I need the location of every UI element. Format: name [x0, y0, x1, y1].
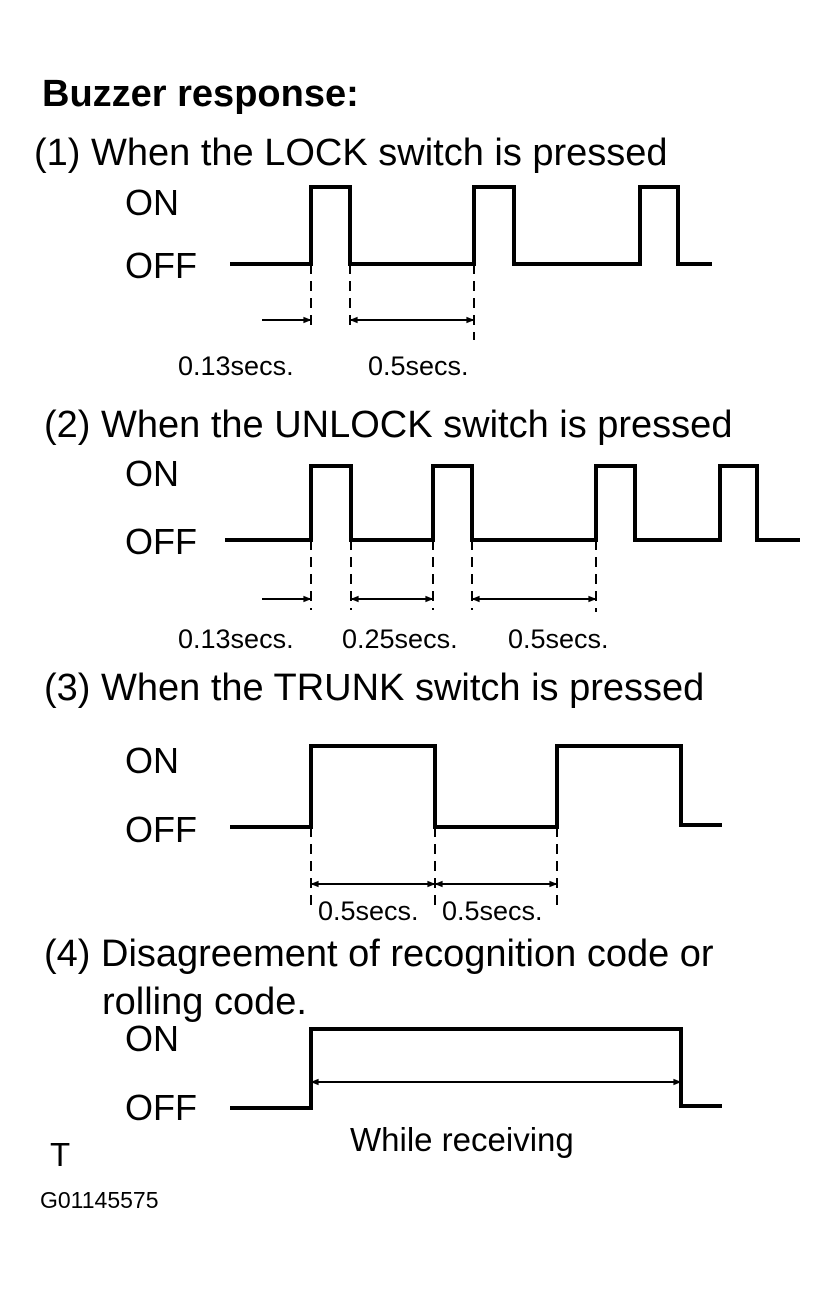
panel-unlock-waveform [225, 464, 800, 542]
panel-trunk-off-label: OFF [125, 809, 197, 850]
panel-lock-heading: (1) When the LOCK switch is pressed [34, 132, 668, 174]
panel-lock: (1) When the LOCK switch is pressed ON O… [34, 132, 712, 381]
panel-trunk-duration-off: 0.5secs. [442, 896, 543, 926]
figure-id: G01145575 [40, 1187, 159, 1213]
panel-unlock-heading: (2) When the UNLOCK switch is pressed [44, 404, 732, 446]
panel-lock-off-label: OFF [125, 245, 197, 286]
panel-lock-waveform [230, 185, 712, 266]
panel-unlock-duration-short-gap: 0.25secs. [342, 624, 458, 654]
panel-unlock-duration-long-gap: 0.5secs. [508, 624, 609, 654]
panel-disagreement-off-label: OFF [125, 1087, 197, 1128]
panel-disagreement-heading-line2: rolling code. [102, 981, 307, 1023]
panel-unlock: (2) When the UNLOCK switch is pressed ON… [44, 404, 800, 654]
panel-trunk: (3) When the TRUNK switch is pressed ON … [44, 667, 722, 926]
panel-trunk-duration-on: 0.5secs. [318, 896, 419, 926]
diagram-title: Buzzer response: [42, 73, 359, 115]
panel-trunk-on-label: ON [125, 740, 179, 781]
panel-trunk-waveform [230, 744, 722, 829]
panel-disagreement: (4) Disagreement of recognition code or … [44, 933, 722, 1158]
corner-mark: T [50, 1136, 70, 1173]
panel-lock-duration-pulse: 0.13secs. [178, 351, 294, 381]
panel-unlock-duration-pulse: 0.13secs. [178, 624, 294, 654]
panel-disagreement-on-label: ON [125, 1018, 179, 1059]
panel-lock-duration-gap: 0.5secs. [368, 351, 469, 381]
panel-unlock-off-label: OFF [125, 521, 197, 562]
panel-unlock-on-label: ON [125, 453, 179, 494]
panel-trunk-heading: (3) When the TRUNK switch is pressed [44, 667, 704, 709]
panel-disagreement-waveform [230, 1027, 722, 1110]
panel-disagreement-duration: While receiving [350, 1121, 574, 1158]
panel-disagreement-heading-line1: (4) Disagreement of recognition code or [44, 933, 714, 975]
panel-lock-on-label: ON [125, 182, 179, 223]
